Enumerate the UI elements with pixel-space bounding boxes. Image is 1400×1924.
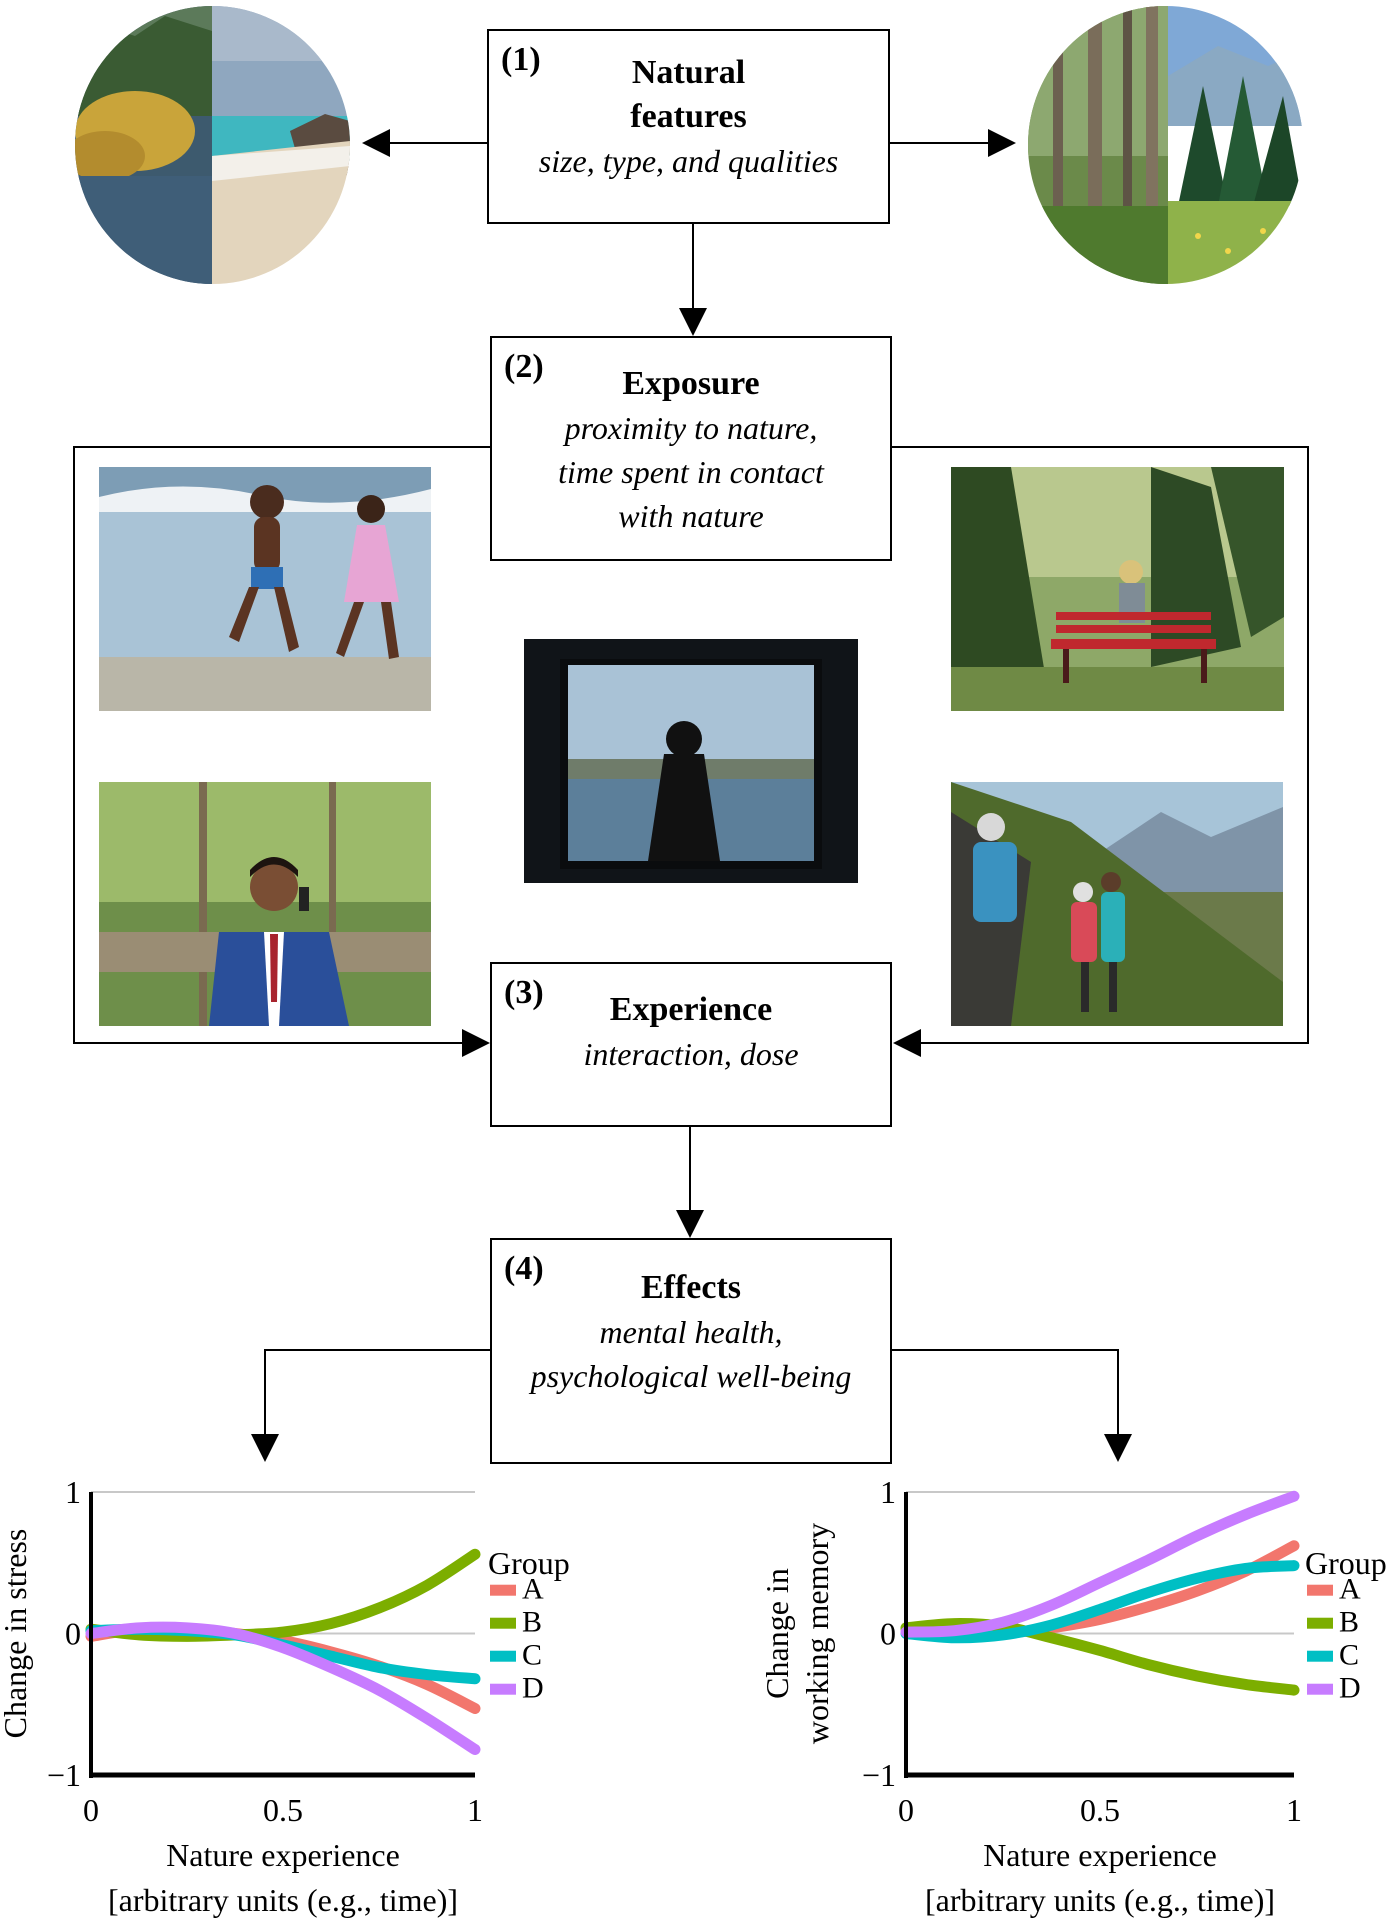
arrowhead-frame-right (893, 1029, 921, 1057)
x-tick-label: 0 (898, 1792, 914, 1828)
bench-park-illustration (951, 467, 1284, 711)
box1-number: (1) (501, 41, 541, 78)
lake-beach-illustration (75, 6, 350, 284)
box4-title: Effects (640, 1269, 742, 1306)
x-axis-label-line1: Nature experience (983, 1837, 1217, 1873)
box2-subtitle-line3: with nature (618, 498, 764, 534)
box3-title: Experience (609, 991, 773, 1028)
y-tick-label: 1 (65, 1474, 81, 1510)
x-tick-label: 0.5 (1080, 1792, 1120, 1828)
y-tick-label: 0 (65, 1616, 81, 1652)
box4-number: (4) (504, 1250, 544, 1287)
x-axis-label-line2: [arbitrary units (e.g., time)] (925, 1882, 1275, 1918)
y-tick-label: −1 (862, 1757, 896, 1793)
legend-swatch-c (490, 1650, 516, 1662)
legend-swatch-b (490, 1617, 516, 1629)
legend-label-b: B (522, 1606, 542, 1639)
woman-on-red-bench-photo (951, 467, 1284, 711)
box1-title-line1: Natural (631, 54, 746, 91)
legend-label-a: A (522, 1573, 544, 1606)
series-line-d (900, 1490, 1300, 1638)
y-tick-label: 1 (880, 1474, 896, 1510)
legend-label-c: C (522, 1639, 542, 1672)
exposure-frame-right (892, 446, 1309, 1044)
box3-subtitle: interaction, dose (583, 1036, 799, 1072)
arrowhead-stress (251, 1434, 279, 1462)
series-line-c (900, 1560, 1300, 1644)
legend-label-d: D (1339, 1672, 1361, 1705)
lake-and-beach-photo (75, 6, 350, 284)
arrowhead-down-1 (679, 308, 707, 336)
x-tick-label: 1 (1286, 1792, 1302, 1828)
y-axis-label-line1: Change in (759, 1568, 795, 1699)
arrowhead-frame-left (462, 1029, 490, 1057)
arrow-to-memory-chart (892, 1349, 1119, 1438)
arrowhead-down-2 (676, 1210, 704, 1238)
legend-label-b: B (1339, 1606, 1359, 1639)
window-view-illustration (524, 639, 858, 883)
legend-swatch-c (1307, 1650, 1333, 1662)
y-tick-label: 0 (880, 1616, 896, 1652)
legend-label-d: D (522, 1672, 544, 1705)
woman-at-window-photo (524, 639, 858, 883)
hikers-on-mountain-trail-photo (951, 782, 1283, 1026)
man-phone-illustration (99, 782, 431, 1026)
box2-title: Exposure (622, 365, 760, 402)
box1-title-line2: features (630, 98, 747, 135)
box1-subtitle: size, type, and qualities (538, 143, 839, 179)
arrowhead-right (988, 129, 1016, 157)
box3-number: (3) (504, 974, 544, 1011)
hikers-illustration (951, 782, 1283, 1026)
y-tick-label: −1 (47, 1757, 81, 1793)
children-playing-on-beach-photo (99, 467, 431, 711)
box2-number: (2) (504, 348, 544, 385)
experience-box: (3) Experience interaction, dose (490, 962, 892, 1127)
legend-title: Group (488, 1545, 570, 1581)
legend-swatch-b (1307, 1617, 1333, 1629)
exposure-frame-left (73, 446, 490, 1044)
forest-meadow-illustration (1028, 6, 1303, 284)
arrow-to-stress-chart (264, 1349, 490, 1438)
beach-children-illustration (99, 467, 431, 711)
legend-label-a: A (1339, 1573, 1361, 1606)
x-tick-label: 0.5 (263, 1792, 303, 1828)
natural-features-box: (1) Natural features size, type, and qua… (487, 29, 890, 224)
legend-swatch-d (1307, 1683, 1333, 1695)
legend-swatch-a (1307, 1584, 1333, 1596)
legend-title: Group (1305, 1545, 1387, 1581)
box4-subtitle-line1: mental health, (599, 1314, 783, 1350)
x-tick-label: 1 (467, 1792, 483, 1828)
man-on-phone-in-park-photo (99, 782, 431, 1026)
y-axis-label-line1: Change in stress (0, 1529, 33, 1739)
x-axis-label-line2: [arbitrary units (e.g., time)] (108, 1882, 458, 1918)
x-axis-label-line1: Nature experience (166, 1837, 400, 1873)
legend-swatch-a (490, 1584, 516, 1596)
arrowhead-memory (1104, 1434, 1132, 1462)
legend-label-c: C (1339, 1639, 1359, 1672)
forest-and-meadow-photo (1028, 6, 1303, 284)
box2-subtitle-line1: proximity to nature, (564, 410, 818, 446)
box4-subtitle-line2: psychological well-being (530, 1358, 852, 1394)
legend-swatch-d (490, 1683, 516, 1695)
effects-box: (4) Effects mental health, psychological… (490, 1238, 892, 1464)
box2-subtitle-line2: time spent in contact (558, 454, 824, 490)
y-axis-label-line2: working memory (799, 1523, 835, 1744)
x-tick-label: 0 (83, 1792, 99, 1828)
series-line-d (85, 1621, 481, 1756)
series-line-b (85, 1548, 481, 1642)
arrowhead-left (362, 129, 390, 157)
exposure-box: (2) Exposure proximity to nature, time s… (490, 336, 892, 561)
